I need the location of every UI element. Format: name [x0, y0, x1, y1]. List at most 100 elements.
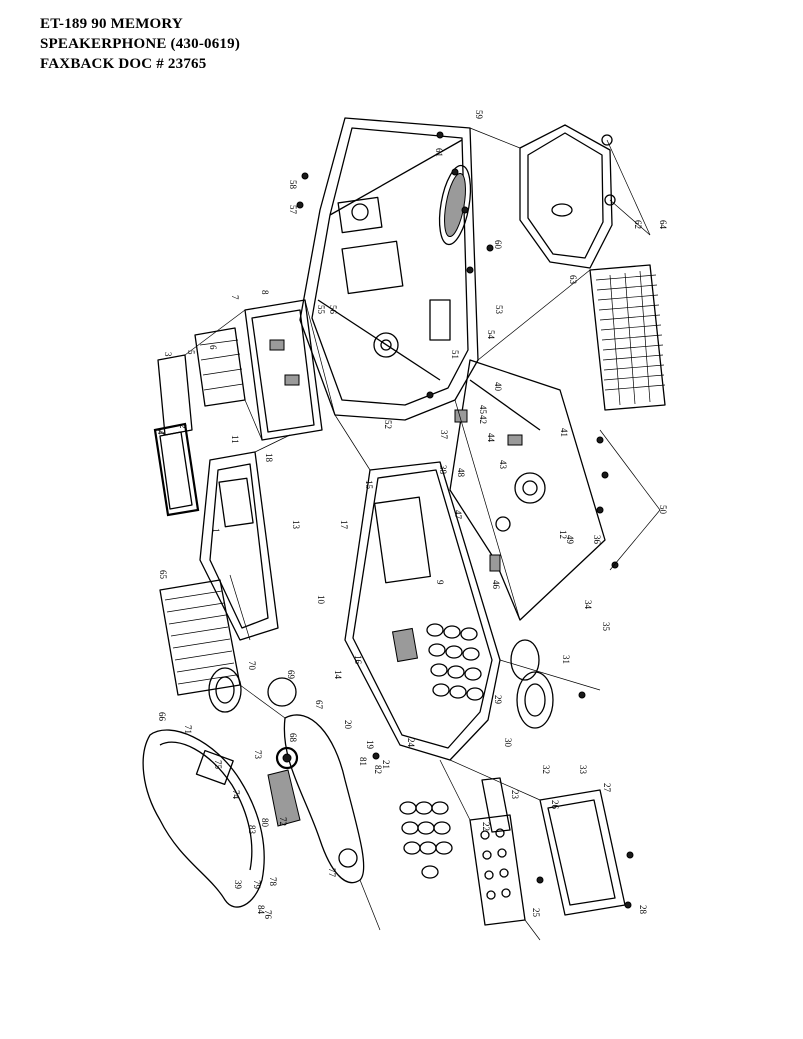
display-panel	[153, 422, 279, 641]
callout-label: 13	[291, 520, 301, 530]
callout-label: 71	[183, 725, 193, 734]
callout-label: 69	[286, 670, 296, 680]
top-housing-panel	[344, 461, 501, 761]
callout-label: 70	[247, 661, 257, 671]
callout-label: 23	[510, 790, 520, 800]
battery-door-grille	[589, 264, 666, 411]
callout-label: 79	[252, 880, 262, 890]
callout-label: 58	[288, 180, 298, 190]
handset	[142, 729, 265, 908]
callout-label: 28	[638, 905, 648, 915]
callout-label: 40	[493, 382, 503, 392]
callout-label: 11	[230, 435, 240, 444]
handset-cradle	[275, 714, 365, 884]
callout-label: 3	[163, 352, 173, 357]
callout-label: 14	[333, 670, 343, 680]
callout-label: 2	[178, 424, 188, 429]
callout-label: 59	[474, 110, 484, 120]
callout-label: 61	[434, 148, 444, 157]
product-name: SPEAKERPHONE (430-0619)	[40, 36, 241, 52]
callout-label: 55	[316, 305, 326, 315]
callout-label: 32	[541, 765, 551, 774]
callout-label: 15	[364, 480, 374, 490]
callout-label: 62	[633, 220, 643, 229]
callout-label: 65	[158, 570, 168, 580]
callout-label: 20	[343, 720, 353, 730]
callout-label: 27	[602, 783, 612, 793]
callout-label: 36	[592, 535, 602, 545]
callout-label: 75	[213, 760, 223, 770]
callout-label: 80	[260, 818, 270, 828]
callout-label: 7	[230, 295, 240, 300]
callout-label: 30	[503, 738, 513, 748]
callout-label: 64	[658, 220, 668, 230]
lcd-board	[157, 327, 246, 436]
callout-label: 33	[578, 765, 588, 775]
back-stand-cover	[519, 124, 616, 269]
callout-label: 39	[233, 880, 243, 890]
callout-label: 48	[456, 468, 466, 478]
callout-label: 53	[494, 305, 504, 315]
callout-label: 51	[450, 350, 460, 359]
document-header: ET-189 90 MEMORY SPEAKERPHONE (430-0619)…	[40, 14, 240, 74]
handset-pcb	[267, 769, 301, 827]
callout-label: 8	[260, 290, 270, 295]
callout-label: 22	[481, 822, 491, 831]
leader-lines	[157, 127, 661, 941]
bottom-base-housing	[299, 117, 479, 421]
keypad-strip	[481, 777, 511, 833]
model-title: ET-189 90 MEMORY	[40, 16, 183, 32]
base-ringer-module	[438, 164, 472, 246]
callout-label: 66	[157, 712, 167, 722]
callout-label: 82	[373, 765, 383, 774]
callout-label: 34	[583, 600, 593, 610]
callout-labels: 1 2 3 4 5 6 7 8 9 10 11 12 13 14 15 16 1…	[156, 110, 668, 920]
callout-label: 63	[568, 275, 578, 285]
callout-label: 9	[435, 580, 445, 585]
callout-label: 31	[561, 655, 571, 664]
callout-label: 29	[493, 695, 503, 705]
callout-label: 38	[438, 465, 448, 475]
callout-label: 26	[550, 800, 560, 810]
callout-label: 47	[453, 510, 463, 520]
callout-label: 54	[486, 330, 496, 340]
callout-label: 49	[565, 535, 575, 545]
callout-label: 17	[339, 520, 349, 530]
callout-label: 4	[156, 430, 166, 435]
callout-label: 5	[186, 350, 196, 355]
screws	[296, 131, 634, 909]
callout-label: 56	[328, 305, 338, 315]
main-pcb-board	[449, 359, 606, 621]
callout-label: 60	[493, 240, 503, 250]
callout-label: 44	[486, 433, 496, 443]
callout-label: 6	[208, 345, 218, 350]
callout-label: 67	[314, 700, 324, 710]
function-buttons	[399, 801, 453, 879]
callout-label: 73	[253, 750, 263, 760]
callout-label: 76	[263, 910, 273, 920]
speaker-unit	[208, 667, 297, 713]
keypad-button-grid	[426, 623, 484, 701]
callout-label: 74	[231, 790, 241, 800]
callout-label: 43	[498, 460, 508, 470]
callout-label: 78	[268, 877, 278, 887]
callout-label: 10	[316, 595, 326, 605]
callout-label: 52	[383, 420, 393, 429]
callout-label: 35	[601, 622, 611, 632]
ringer-speaker	[510, 639, 554, 729]
control-board	[244, 299, 323, 441]
callout-label: 16	[353, 655, 363, 665]
callout-label: 21	[381, 760, 391, 769]
callout-label: 83	[247, 825, 257, 835]
callout-label: 77	[327, 868, 337, 878]
callout-label: 50	[658, 505, 668, 515]
callout-label: 24	[406, 738, 416, 748]
callout-label: 1	[211, 528, 221, 533]
callout-label: 19	[365, 740, 375, 750]
callout-label: 12	[558, 530, 568, 539]
callout-label: 46	[491, 580, 501, 590]
callout-label: 18	[264, 453, 274, 463]
callout-label: 25	[531, 908, 541, 918]
callout-label: 68	[288, 733, 298, 743]
